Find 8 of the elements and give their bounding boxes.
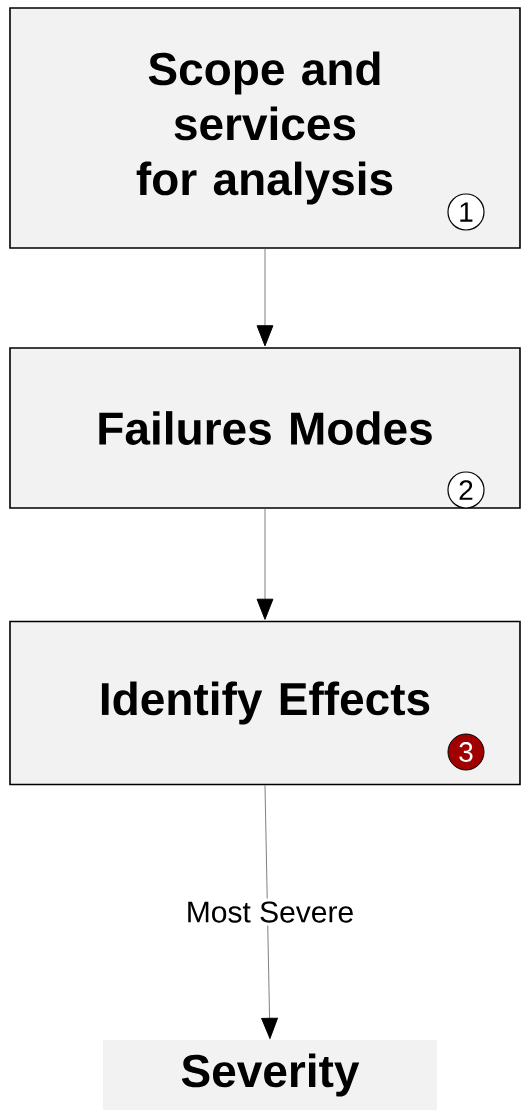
step-number: 3 — [447, 733, 485, 771]
arrow — [256, 508, 274, 620]
edge-label: Most Severe — [182, 898, 358, 926]
step-number: 2 — [447, 471, 485, 509]
step-number: 1 — [447, 193, 485, 231]
arrow — [256, 248, 274, 347]
result-box: Severity — [103, 1040, 437, 1110]
arrow — [261, 784, 278, 1039]
